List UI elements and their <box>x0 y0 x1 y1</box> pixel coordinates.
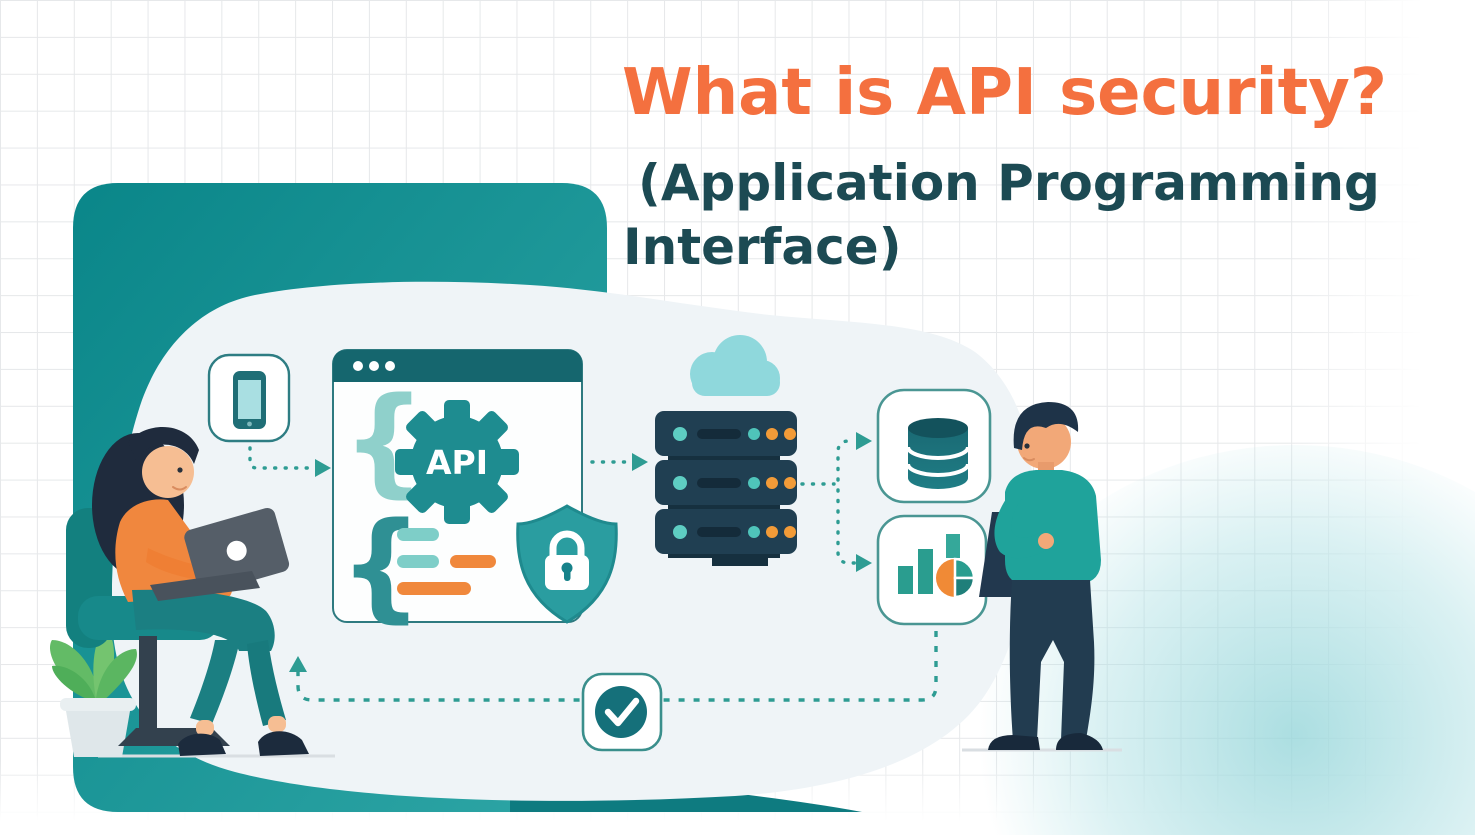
arrow-server-to-chart <box>836 488 872 572</box>
shoe <box>258 731 309 756</box>
hair <box>1013 402 1079 450</box>
leg-shin-right <box>247 640 286 726</box>
checkmark-icon <box>581 672 663 752</box>
window-dot <box>353 361 363 371</box>
face <box>142 446 194 498</box>
cloud-icon <box>690 335 780 396</box>
api-gear-icon: API <box>395 400 519 524</box>
page-title: What is API security? <box>622 56 1387 130</box>
analytics-chart-icon <box>876 514 988 626</box>
shoe <box>1056 733 1103 750</box>
laptop <box>150 507 290 601</box>
page-subtitle-line2: Interface) <box>623 218 902 276</box>
pie-chart <box>936 557 976 599</box>
database-icon <box>876 388 992 504</box>
window-dot <box>385 361 395 371</box>
leg-thigh <box>132 589 275 651</box>
return-path-bottom <box>289 616 938 702</box>
api-gear-label: API <box>426 443 488 482</box>
code-lines-icon <box>397 528 496 595</box>
shield-lock-icon <box>516 504 618 624</box>
pants <box>1009 580 1095 740</box>
shoe <box>178 733 226 756</box>
page-subtitle-line1: (Application Programming <box>638 154 1380 212</box>
leg-shin-left <box>190 640 240 724</box>
server-stack-icon <box>655 411 797 566</box>
arrow-server-to-database <box>800 432 872 486</box>
woman-working-on-laptop <box>66 427 309 756</box>
smartphone-icon <box>207 353 291 443</box>
dashed-connectors <box>248 432 938 702</box>
chair-pole <box>139 636 157 738</box>
arrow-phone-to-api <box>248 446 331 477</box>
sweater <box>1005 470 1101 584</box>
arrow-api-to-server <box>590 453 648 471</box>
face <box>1017 415 1071 469</box>
man-holding-tablet <box>979 402 1103 750</box>
shoe <box>988 735 1040 750</box>
window-header <box>333 350 582 382</box>
curly-brace-top-icon: { <box>342 371 426 509</box>
hand <box>1038 533 1054 549</box>
window-dot <box>369 361 379 371</box>
potted-plant <box>49 628 137 757</box>
hair-front <box>128 427 199 464</box>
arm <box>994 496 1048 559</box>
server-lights <box>673 427 796 539</box>
